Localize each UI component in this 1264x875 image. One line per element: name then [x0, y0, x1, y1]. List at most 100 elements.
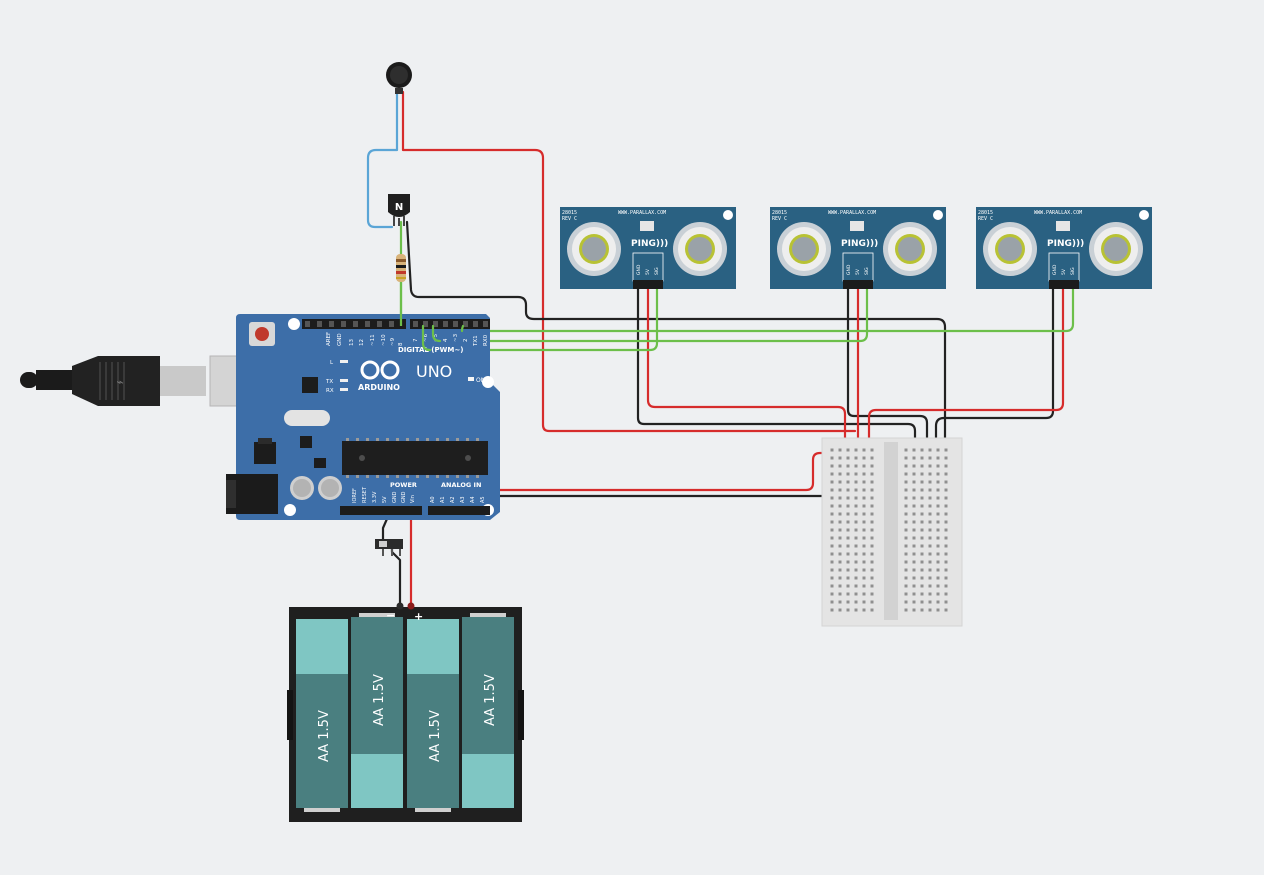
wire-sensor1-gnd[interactable]: [636, 286, 917, 452]
breadboard-hole: [912, 496, 916, 500]
breadboard-hole: [928, 592, 932, 596]
breadboard-hole: [870, 584, 874, 588]
sensor2-pin-sig: SIG: [864, 267, 870, 275]
pin-label-5: ~5: [433, 333, 439, 342]
breadboard-hole: [912, 472, 916, 476]
breadboard-hole: [870, 512, 874, 516]
breadboard-hole: [920, 544, 924, 548]
breadboard-hole: [912, 512, 916, 516]
breadboard-hole: [838, 520, 842, 524]
breadboard-hole: [944, 496, 948, 500]
wire-sensor1-sig-end: [421, 324, 432, 352]
arduino-uno-board[interactable]: AREF GND 13 12 ~11 ~10 ~9 8 7 ~6 ~5 4 ~3…: [226, 314, 500, 520]
usb-icon: ⌁: [116, 375, 123, 389]
breadboard-hole: [854, 496, 858, 500]
wire-motor-blue[interactable]: [366, 90, 399, 229]
breadboard-hole: [854, 600, 858, 604]
slide-switch[interactable]: [375, 539, 403, 556]
ping-sensor-1[interactable]: 28015 REV C WWW.PARALLAX.COM PING))) GND…: [560, 207, 736, 289]
breadboard-hole: [920, 512, 924, 516]
arduino-logo-text: ARDUINO: [358, 383, 400, 392]
breadboard-hole: [928, 568, 932, 572]
breadboard-hole: [830, 464, 834, 468]
wire-sensor2-gnd[interactable]: [846, 286, 929, 452]
breadboard-hole: [912, 584, 916, 588]
sensor3-pin-sig: SIG: [1070, 267, 1076, 275]
status-leds: L TX RX: [325, 360, 348, 394]
breadboard-hole: [854, 488, 858, 492]
breadboard-hole: [862, 448, 866, 452]
wire-battery-negative[interactable]: [390, 543, 402, 612]
wire-sensor3-5v[interactable]: [867, 286, 1065, 452]
battery-pack-4xaa[interactable]: AA 1.5V AA 1.5V AA 1.5V AA 1.5V − +: [287, 602, 524, 823]
breadboard-hole: [912, 456, 916, 460]
breadboard-hole: [870, 592, 874, 596]
breadboard-hole: [862, 584, 866, 588]
wire-motor-red[interactable]: [401, 90, 857, 433]
sensor3-name: PING))): [1047, 239, 1084, 249]
sensor1-rev: REV C: [562, 216, 577, 222]
sensor2-name: PING))): [841, 239, 878, 249]
breadboard-hole: [944, 456, 948, 460]
breadboard-hole: [830, 552, 834, 556]
wire-sensor1-5v[interactable]: [646, 286, 847, 452]
breadboard-hole: [854, 552, 858, 556]
breadboard-hole: [854, 544, 858, 548]
breadboard-hole: [846, 552, 850, 556]
ping-sensor-3[interactable]: 28015 REV C WWW.PARALLAX.COM PING))) GND…: [976, 207, 1152, 289]
breadboard-hole: [928, 504, 932, 508]
breadboard-hole: [928, 608, 932, 612]
wire-sensor3-sig[interactable]: [460, 286, 1075, 333]
ping-sensor-2[interactable]: 28015 REV C WWW.PARALLAX.COM PING))) GND…: [770, 207, 946, 289]
breadboard-hole: [928, 464, 932, 468]
breadboard-hole: [928, 488, 932, 492]
breadboard-hole: [830, 480, 834, 484]
pin-label-gnd1: GND: [392, 491, 398, 503]
wire-sensor3-gnd[interactable]: [934, 286, 1055, 452]
breadboard-hole: [854, 480, 858, 484]
vibration-motor[interactable]: [386, 62, 412, 120]
breadboard-hole: [928, 448, 932, 452]
breadboard-hole: [928, 456, 932, 460]
breadboard-hole: [870, 568, 874, 572]
breadboard-hole: [928, 600, 932, 604]
breadboard-hole: [936, 520, 940, 524]
breadboard-hole: [936, 608, 940, 612]
breadboard-hole: [862, 456, 866, 460]
breadboard-hole: [838, 608, 842, 612]
breadboard-hole: [904, 504, 908, 508]
breadboard-hole: [870, 488, 874, 492]
pin-label-a3: A3: [460, 496, 466, 503]
digital-pins: [305, 321, 488, 327]
breadboard-hole: [912, 536, 916, 540]
breadboard-hole: [838, 592, 842, 596]
pin-label-12: 12: [359, 339, 365, 346]
breadboard-hole: [912, 544, 916, 548]
breadboard[interactable]: [821, 437, 963, 627]
arduino-model: UNO: [416, 362, 452, 381]
breadboard-hole: [944, 512, 948, 516]
breadboard-hole: [862, 592, 866, 596]
breadboard-hole: [830, 544, 834, 548]
wire-transistor-ground[interactable]: [405, 220, 947, 452]
wire-sensor2-sig[interactable]: [438, 286, 869, 343]
wire-5v-to-breadboard[interactable]: [390, 451, 838, 509]
breadboard-hole: [830, 584, 834, 588]
pin-label-gnd: GND: [337, 333, 343, 346]
breadboard-hole: [912, 488, 916, 492]
breadboard-hole: [846, 504, 850, 508]
breadboard-hole: [936, 560, 940, 564]
breadboard-hole: [912, 592, 916, 596]
pin-label-13: 13: [349, 339, 355, 346]
breadboard-hole: [838, 456, 842, 460]
npn-transistor[interactable]: N: [388, 194, 410, 226]
resistor[interactable]: [396, 254, 406, 282]
sensor2-pin-gnd: GND: [846, 264, 852, 275]
pin-label-reset: RESET: [362, 486, 368, 503]
breadboard-hole: [862, 488, 866, 492]
wire-sensor1-sig[interactable]: [428, 286, 659, 352]
battery-minus-terminal: −: [386, 609, 395, 622]
pin-label-3: ~3: [453, 333, 459, 342]
breadboard-hole: [870, 552, 874, 556]
usb-cable[interactable]: ⌁: [20, 355, 277, 407]
